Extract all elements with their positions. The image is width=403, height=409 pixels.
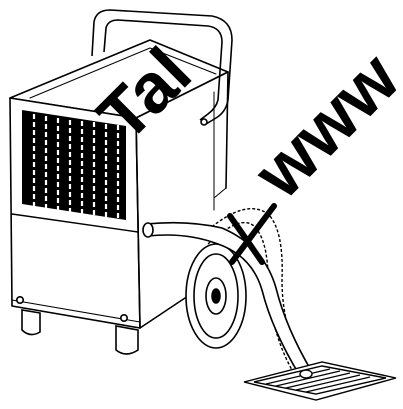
watermark-right: www — [238, 37, 403, 214]
front-screw-right — [121, 315, 127, 321]
floor-drain-grate — [244, 362, 396, 400]
foot-front-left — [22, 310, 40, 335]
foot-front-right — [116, 326, 138, 354]
front-screw-left — [17, 297, 23, 303]
